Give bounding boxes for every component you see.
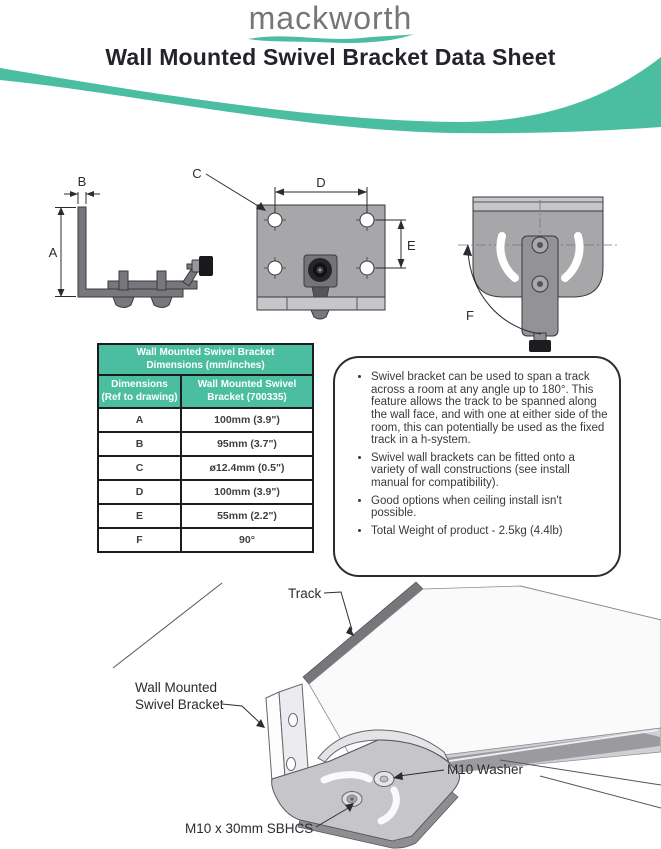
table-row: C ø12.4mm (0.5"): [97, 455, 314, 481]
front-view-drawing: D E C: [192, 166, 416, 320]
page-title: Wall Mounted Swivel Bracket Data Sheet: [105, 44, 556, 70]
dimensions-table: Wall Mounted Swivel Bracket Dimensions (…: [97, 343, 314, 553]
table-row: E 55mm (2.2"): [97, 503, 314, 529]
feature-list: Swivel bracket can be used to span a tra…: [339, 371, 609, 538]
assembly-illustration: Track Wall Mounted Swivel Bracket M10 Wa…: [112, 581, 661, 849]
washer-label: M10 Washer: [447, 762, 524, 777]
bracket-label-line1: Wall Mounted: [135, 680, 217, 695]
column-header-bracket: Wall Mounted Swivel Bracket (700335): [180, 374, 314, 409]
dim-label-b: B: [78, 174, 87, 189]
table-row: D 100mm (3.9"): [97, 479, 314, 505]
logo-wave-icon: [248, 34, 414, 44]
technical-drawings: A B: [49, 166, 620, 352]
table-row: F 90°: [97, 527, 314, 553]
brand-logo: mackworth: [248, 0, 413, 36]
feature-bullet: Swivel bracket can be used to span a tra…: [371, 371, 609, 447]
column-header-dimensions: Dimensions (Ref to drawing): [97, 374, 182, 409]
dim-label-c: C: [192, 166, 201, 181]
bracket-graphic: [265, 683, 460, 849]
table-title: Wall Mounted Swivel Bracket Dimensions (…: [97, 343, 314, 376]
side-view-drawing: A B: [49, 174, 213, 308]
dim-label-d: D: [316, 175, 325, 190]
table-header-row: Dimensions (Ref to drawing) Wall Mounted…: [97, 374, 314, 409]
feature-bullet: Swivel wall brackets can be fitted onto …: [371, 452, 609, 490]
track-label: Track: [288, 586, 321, 601]
feature-bullet: Good options when ceiling install isn't …: [371, 495, 609, 520]
dim-label-e: E: [407, 238, 416, 253]
table-title-row: Wall Mounted Swivel Bracket Dimensions (…: [97, 343, 314, 376]
dim-label-f: F: [466, 308, 474, 323]
header-swoosh-icon: [0, 57, 661, 134]
dim-label-a: A: [49, 245, 58, 260]
bracket-label-line2: Swivel Bracket: [135, 697, 224, 712]
illustration-labels: Track Wall Mounted Swivel Bracket M10 Wa…: [135, 586, 524, 836]
feature-bullet: Total Weight of product - 2.5kg (4.4lb): [371, 525, 609, 538]
screw-label: M10 x 30mm SBHCS: [185, 821, 313, 836]
table-row: A 100mm (3.9"): [97, 407, 314, 433]
features-box: Swivel bracket can be used to span a tra…: [333, 356, 621, 577]
top-view-drawing: F: [458, 196, 620, 352]
table-row: B 95mm (3.7"): [97, 431, 314, 457]
